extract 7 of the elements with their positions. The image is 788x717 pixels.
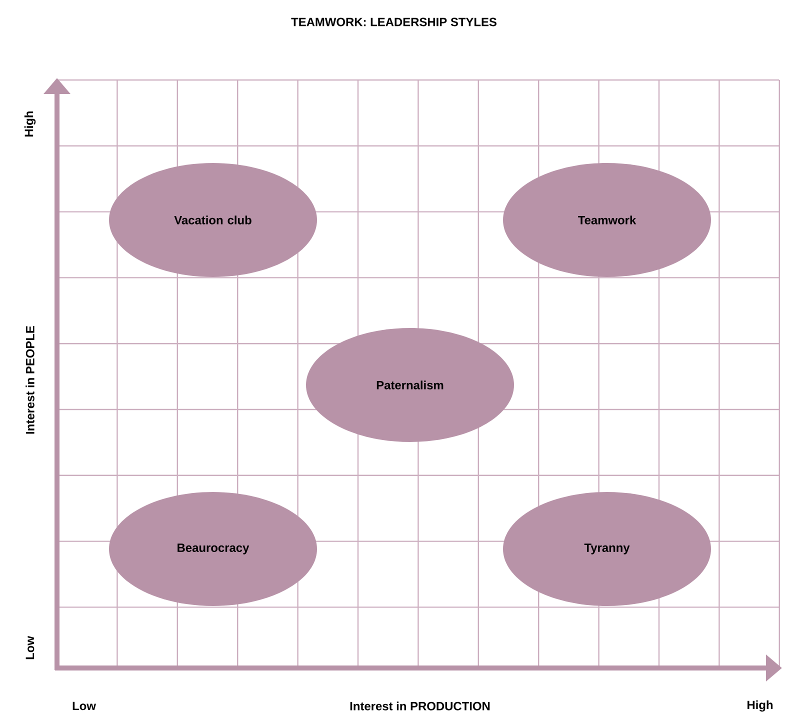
axis-label: Low — [72, 702, 96, 710]
title: TEAMWORK: LEADERSHIP STYLES — [291, 18, 496, 26]
axis-label: High — [748, 700, 773, 712]
axis-label: Low — [26, 636, 34, 660]
axis-title: Interest in PRODUCTION — [350, 702, 490, 710]
axis-title: Interest in PEOPLE — [26, 326, 34, 434]
axis-label: High — [24, 111, 36, 136]
